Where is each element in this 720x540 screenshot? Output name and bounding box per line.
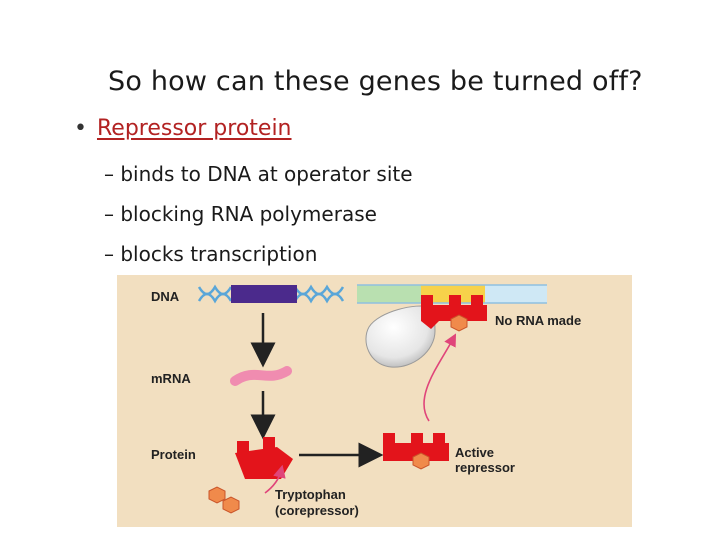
slide-title: So how can these genes be turned off? xyxy=(108,66,643,97)
inactive-repressor-icon xyxy=(235,437,293,479)
trp-label-2: (corepressor) xyxy=(275,503,359,518)
subpoint-binds: – binds to DNA at operator site xyxy=(104,162,413,186)
downstream-region xyxy=(485,285,547,303)
tryptophan-icon xyxy=(208,486,240,514)
active-label-1: Active xyxy=(455,445,494,460)
no-rna-label: No RNA made xyxy=(495,313,581,328)
protein-label: Protein xyxy=(151,447,196,462)
subpoint-blocks: – blocks transcription xyxy=(104,242,318,266)
bound-repressor-icon xyxy=(421,295,487,332)
arrow-binding xyxy=(423,333,457,422)
mrna-label: mRNA xyxy=(151,371,191,386)
dna-helix xyxy=(197,284,345,304)
gene-block xyxy=(231,285,297,303)
bullet-repressor: • Repressor protein xyxy=(74,116,292,141)
trp-label-1: Tryptophan xyxy=(275,487,346,502)
active-label-2: repressor xyxy=(455,460,515,475)
diagram-svg: DNA No RNA made xyxy=(151,284,581,518)
arrow-trp-binding xyxy=(264,464,286,494)
bullet-mark: • xyxy=(74,116,87,141)
subpoint-blocking: – blocking RNA polymerase xyxy=(104,202,377,226)
dna-label: DNA xyxy=(151,289,180,304)
operator-region xyxy=(421,285,485,303)
promoter-region xyxy=(357,285,421,303)
bullet-text: Repressor protein xyxy=(96,116,292,141)
repressor-diagram: DNA No RNA made xyxy=(117,275,632,527)
active-repressor-icon xyxy=(383,433,449,470)
mrna-strand xyxy=(230,366,292,386)
